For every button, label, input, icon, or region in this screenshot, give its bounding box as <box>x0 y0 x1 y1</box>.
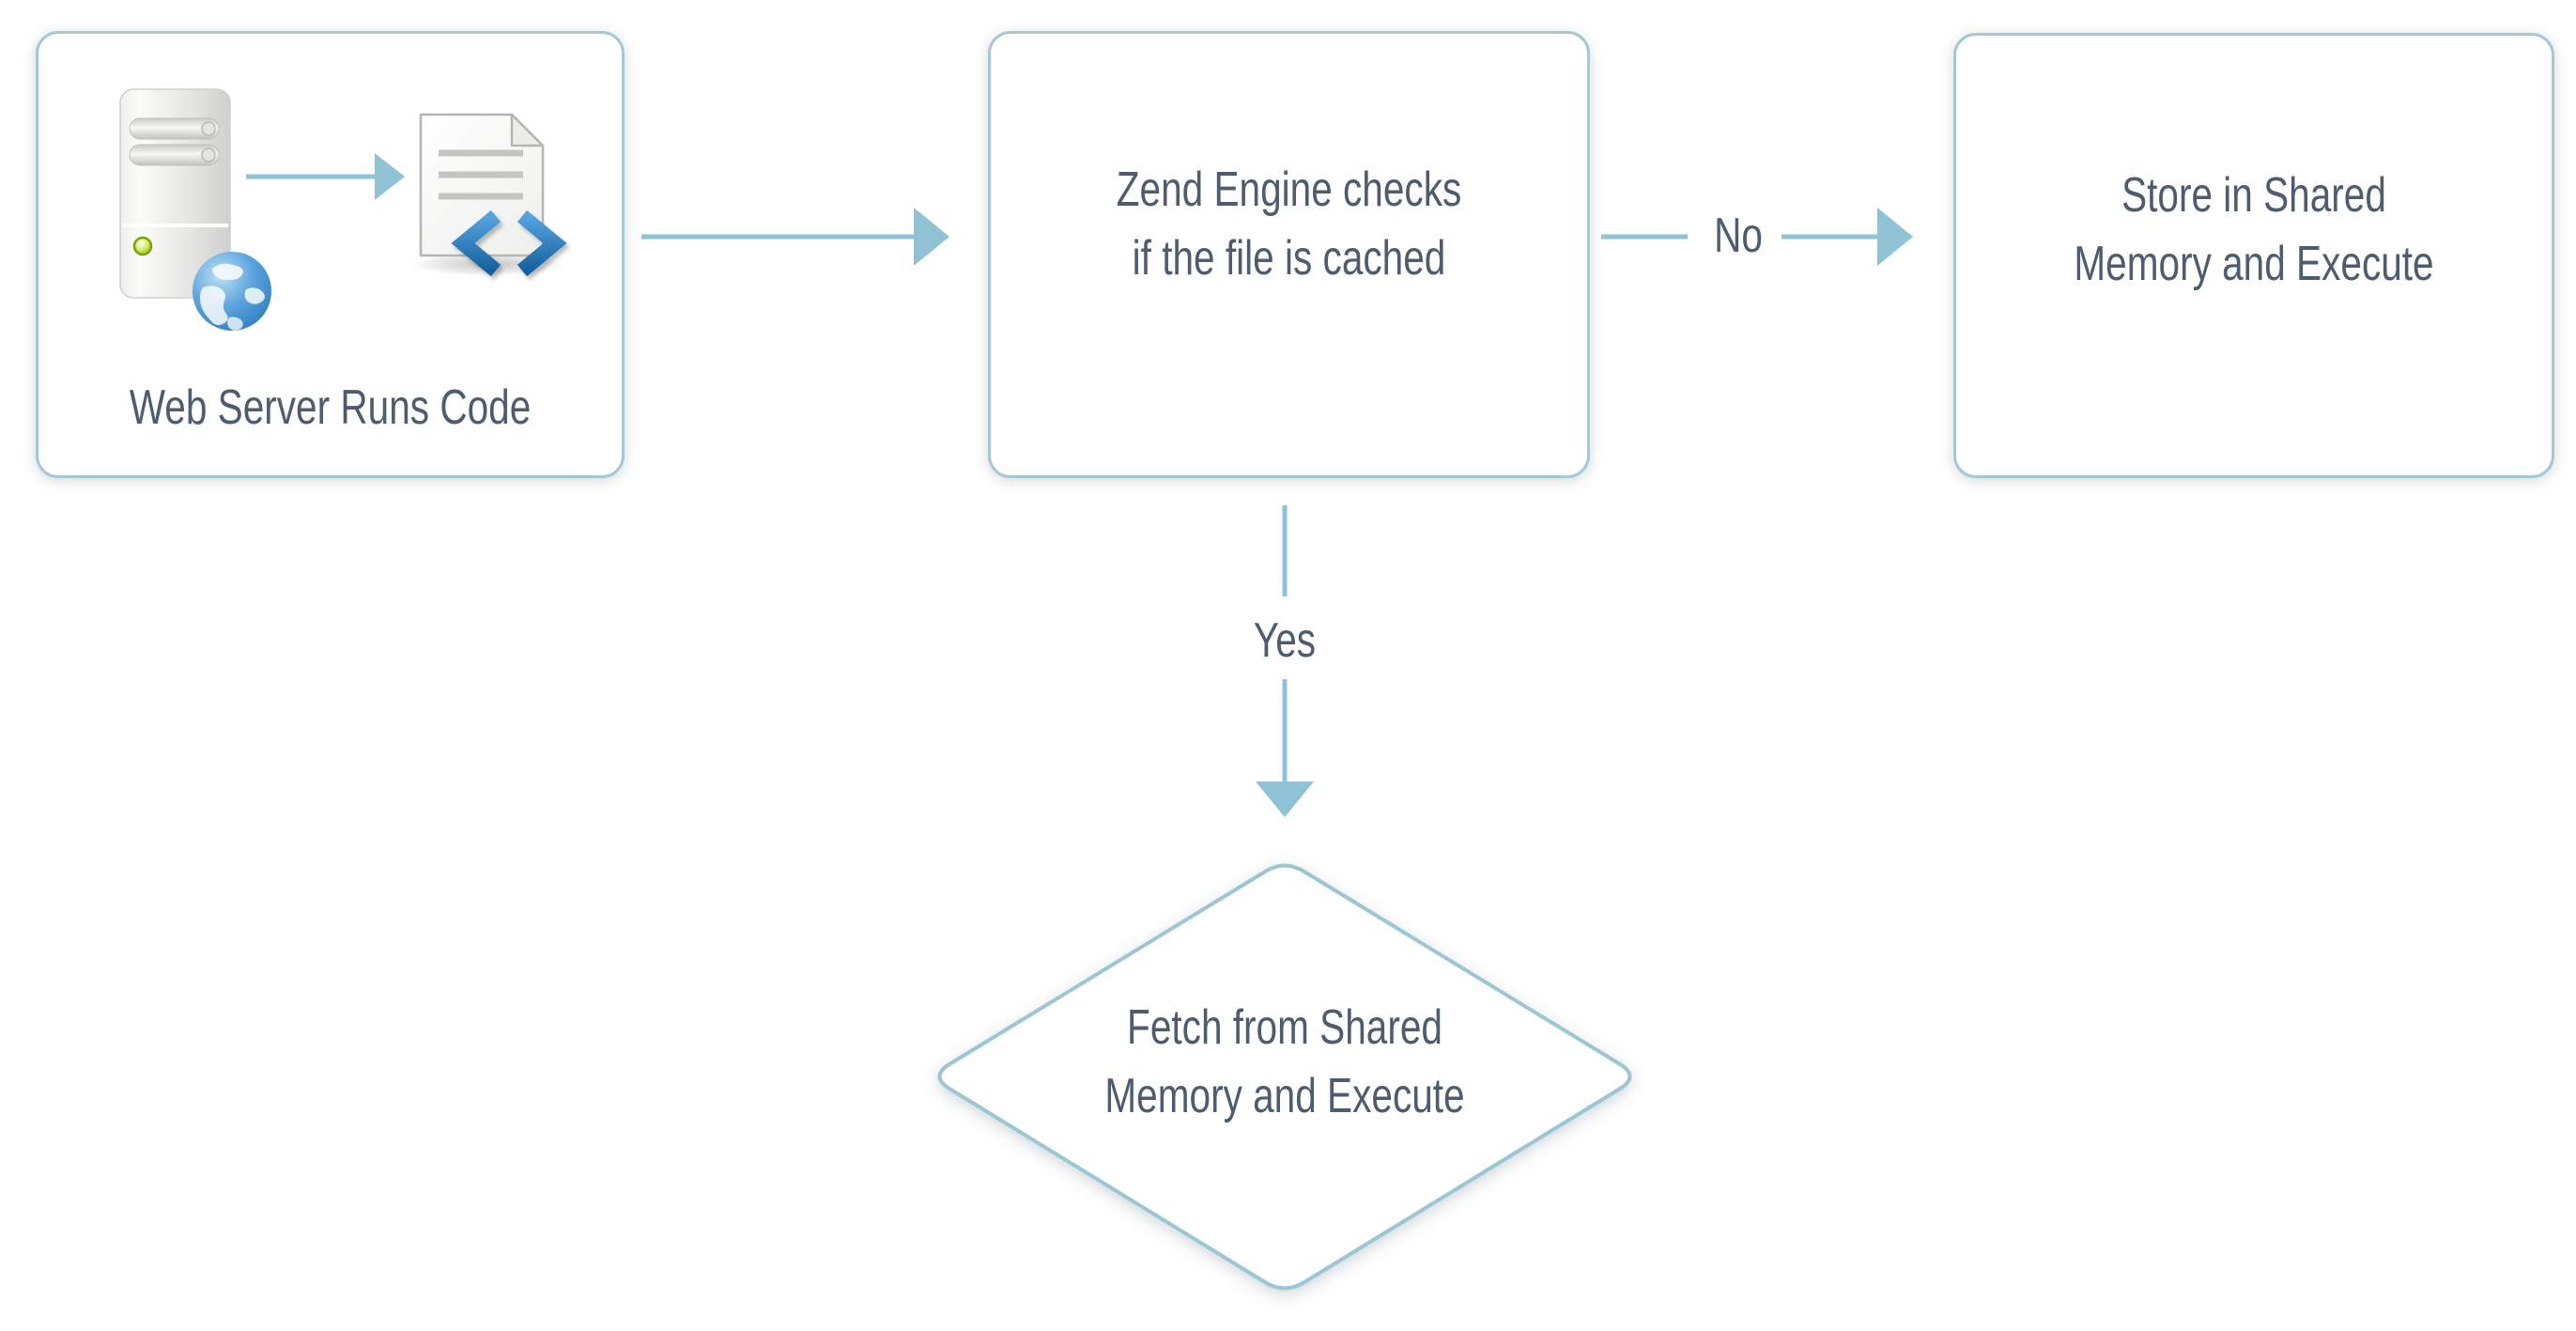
node-zend-check-line1: Zend Engine checks <box>1116 163 1462 217</box>
node-fetch-label: Fetch from Shared Memory and Execute <box>1008 994 1562 1131</box>
edge-arrow-webserver-to-zend <box>641 208 949 266</box>
node-web-server-label: Web Server Runs Code <box>129 380 532 435</box>
node-store-line2: Memory and Execute <box>2074 237 2434 291</box>
node-zend-check-label: Zend Engine checks if the file is cached <box>1057 156 1521 293</box>
node-store-line1: Store in Shared <box>2121 168 2386 223</box>
node-zend-check-line2: if the file is cached <box>1132 231 1446 286</box>
node-fetch-line2: Memory and Execute <box>1104 1069 1465 1123</box>
node-fetch-line1: Fetch from Shared <box>1127 1000 1442 1055</box>
node-web-server: Web Server Runs Code <box>36 31 625 478</box>
node-zend-check: Zend Engine checks if the file is cached <box>988 31 1590 478</box>
edge-label-no: No <box>1714 209 1763 263</box>
node-store: Store in Shared Memory and Execute <box>1953 33 2554 478</box>
edge-label-yes: Yes <box>1253 613 1317 668</box>
node-store-label: Store in Shared Memory and Execute <box>2022 162 2487 299</box>
